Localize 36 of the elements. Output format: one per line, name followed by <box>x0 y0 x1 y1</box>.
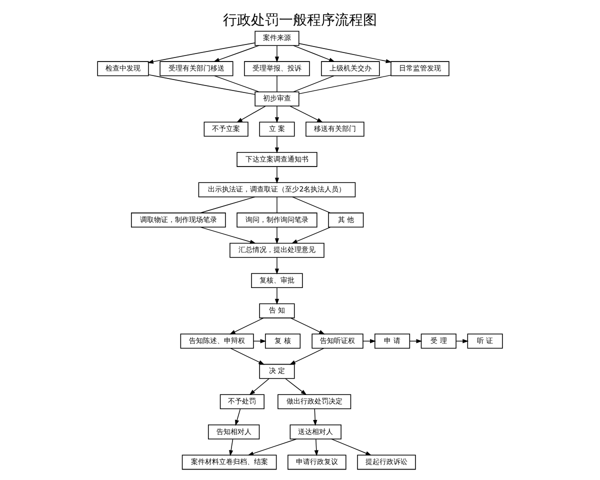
arrow <box>274 45 280 63</box>
arrow <box>274 106 280 124</box>
arrow <box>274 166 280 184</box>
arrow <box>235 408 241 426</box>
arrow <box>331 438 372 456</box>
arrow <box>229 318 264 334</box>
arrow <box>213 45 260 62</box>
arrow <box>290 106 323 123</box>
arrow <box>291 226 331 244</box>
arrow <box>274 257 280 275</box>
arrow <box>249 378 270 396</box>
arrow <box>274 288 280 305</box>
arrow <box>274 227 280 244</box>
arrow <box>285 378 307 396</box>
arrow <box>236 106 266 123</box>
arrow <box>147 42 256 64</box>
arrow <box>200 226 256 244</box>
arrow <box>313 408 318 426</box>
arrow <box>289 348 324 365</box>
connector <box>298 74 392 94</box>
arrow <box>298 43 392 64</box>
connector <box>292 196 331 214</box>
connector <box>276 196 278 214</box>
connector <box>276 76 278 92</box>
connector <box>293 75 334 92</box>
arrow <box>293 45 335 62</box>
diagram-title: 行政处罚一般程序流程图 <box>223 12 377 29</box>
connector <box>148 74 256 95</box>
arrow <box>248 438 297 456</box>
arrow <box>230 348 265 365</box>
arrow <box>290 318 326 334</box>
arrow <box>274 136 280 154</box>
connector <box>200 196 256 214</box>
connector <box>214 75 260 92</box>
arrow <box>229 438 234 456</box>
arrow <box>314 438 318 456</box>
